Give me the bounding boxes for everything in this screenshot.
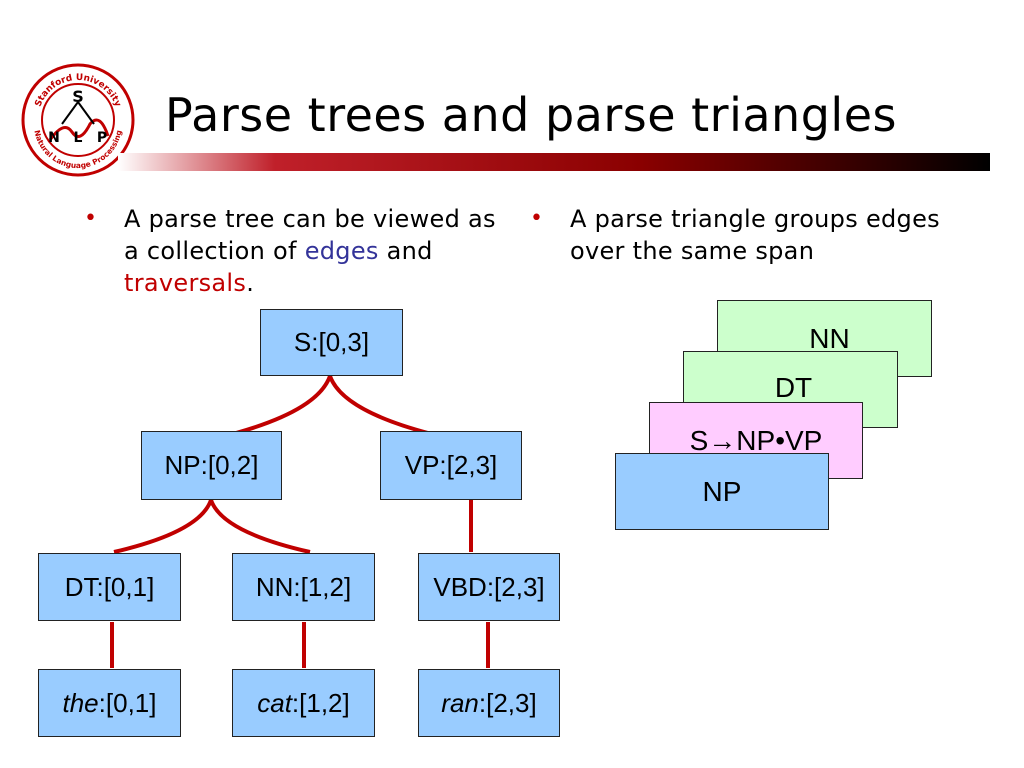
node-nn: NN:[1,2]	[232, 553, 375, 621]
edge-np-nn	[209, 499, 311, 554]
slide-title: Parse trees and parse triangles	[165, 88, 897, 142]
edge-np-dt	[113, 499, 213, 554]
title-rule	[118, 153, 990, 171]
logo-letter-s: S	[72, 87, 84, 106]
edge-s-np	[235, 375, 332, 435]
node-dt: DT:[0,1]	[38, 553, 181, 621]
leaf-span: :[0,1]	[98, 687, 157, 718]
leaf-cat: cat:[1,2]	[232, 669, 375, 737]
node-s: S:[0,3]	[260, 309, 403, 376]
keyword-edges: edges	[304, 237, 379, 265]
logo-letter-l: L	[74, 130, 83, 146]
leaf-word: the	[62, 687, 99, 718]
logo-letter-p: P	[97, 130, 107, 146]
leaf-the: the:[0,1]	[38, 669, 181, 737]
node-vp: VP:[2,3]	[380, 431, 522, 500]
keyword-traversals: traversals	[124, 269, 247, 297]
leaf-span: :[1,2]	[291, 687, 350, 718]
logo-letter-n: N	[48, 130, 60, 146]
bullet-marker: •	[530, 206, 544, 231]
stanford-nlp-logo: Stanford University Natural Language Pro…	[20, 62, 136, 178]
leaf-span: :[2,3]	[478, 687, 537, 718]
bullet-text-start: A parse tree can be viewed as a collecti…	[124, 205, 496, 265]
bullet-marker: •	[84, 206, 98, 231]
leaf-ran: ran:[2,3]	[418, 669, 560, 737]
leaf-word: ran	[441, 687, 479, 718]
edge-s-vp	[328, 375, 429, 435]
node-np: NP:[0,2]	[141, 431, 282, 500]
bullet-text-end: .	[246, 269, 255, 297]
bullet-text-mid: and	[378, 237, 433, 265]
bullet-text: A parse tree can be viewed as a collecti…	[124, 203, 504, 299]
triangle-card-np: NP	[615, 453, 829, 530]
node-vbd: VBD:[2,3]	[418, 553, 560, 621]
leaf-word: cat	[257, 687, 292, 718]
bullet-text: A parse triangle groups edges over the s…	[570, 205, 940, 265]
